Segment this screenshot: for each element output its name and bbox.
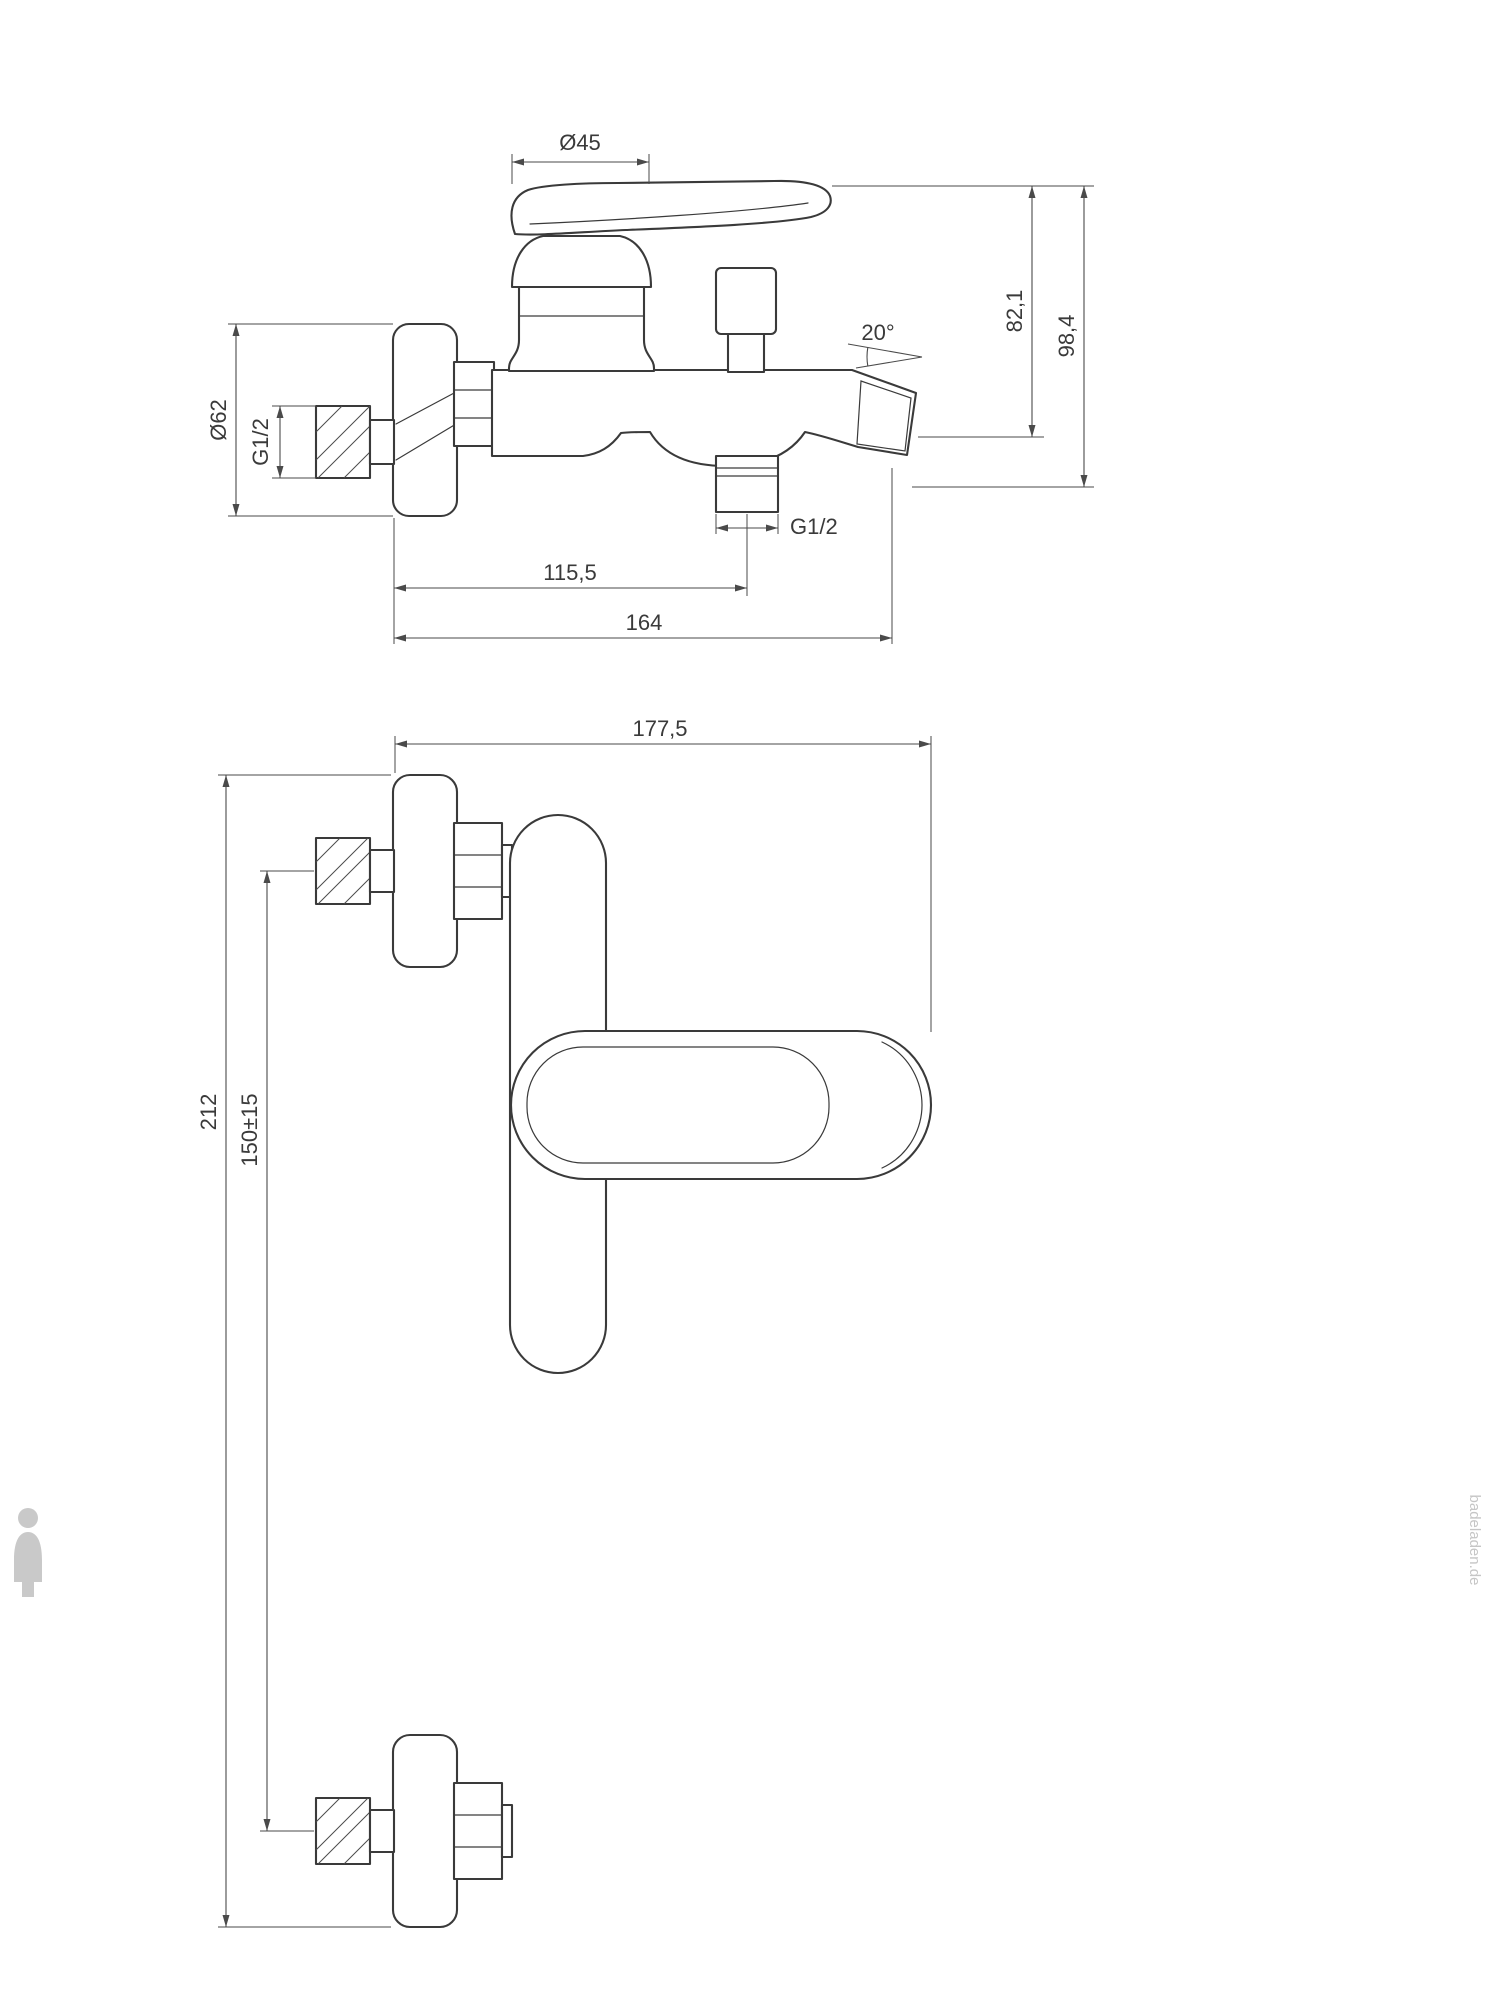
dim-depth-total: 177,5 [394,716,932,1032]
dim-drop-to-spout: 82,1 [832,185,1094,438]
inlet-fitting-lower [314,1796,396,1866]
lever-handle-side [510,179,832,236]
wall-escutcheon-upper [391,773,459,969]
plan-view: 177,5 212 150±15 [196,716,933,1929]
dim-shower-outlet-thread: G1/2 [715,514,838,539]
mounting-nut-lower [452,1781,514,1881]
watermark-logo [14,1508,42,1597]
wall-escutcheon-lower [391,1733,459,1929]
dim-reach-to-shower: 115,5 [393,514,748,644]
dim-label-shower-outlet-thread: G1/2 [790,514,838,539]
dim-label-drop-total: 98,4 [1054,315,1079,358]
dim-inlet-spacing: 150±15 [237,870,314,1832]
inlet-fitting-side [314,404,396,480]
dim-label-cartridge-dia: Ø45 [559,130,601,155]
spout-body [490,368,918,468]
shower-connector [714,454,780,514]
dim-label-spout-angle: 20° [861,320,894,345]
diverter-knob [714,266,778,374]
cartridge-dome [510,234,653,289]
dim-label-reach-to-shower: 115,5 [543,560,596,585]
dim-drop-total: 98,4 [912,186,1094,488]
dim-escutcheon-dia: Ø62 [206,323,393,517]
dim-label-inlet-thread: G1/2 [248,418,273,466]
side-view: Ø45 Ø62 G1/2 20° [206,130,1094,644]
mounting-nut-upper [452,821,514,921]
dim-cartridge-dia: Ø45 [511,130,650,184]
dim-label-depth-total: 177,5 [632,716,687,741]
dim-label-drop-to-spout: 82,1 [1002,290,1027,333]
lever-handle-plan [509,1029,933,1181]
mixer-body [507,285,656,373]
dim-reach-total: 164 [394,468,893,644]
inlet-fitting-upper [314,836,396,906]
dim-label-reach-total: 164 [626,610,663,635]
eccentric-union [395,391,457,461]
dim-height-total: 212 [196,774,391,1928]
dim-label-height-total: 212 [196,1094,221,1131]
dim-label-inlet-spacing: 150±15 [237,1093,262,1166]
dim-label-escutcheon-dia: Ø62 [206,399,231,441]
dim-inlet-thread: G1/2 [248,405,316,479]
aerator-face [856,380,912,452]
watermark-text: badeladen.de [1466,1495,1483,1586]
dim-spout-angle: 20° [847,320,923,369]
mounting-nut-side [452,360,496,448]
